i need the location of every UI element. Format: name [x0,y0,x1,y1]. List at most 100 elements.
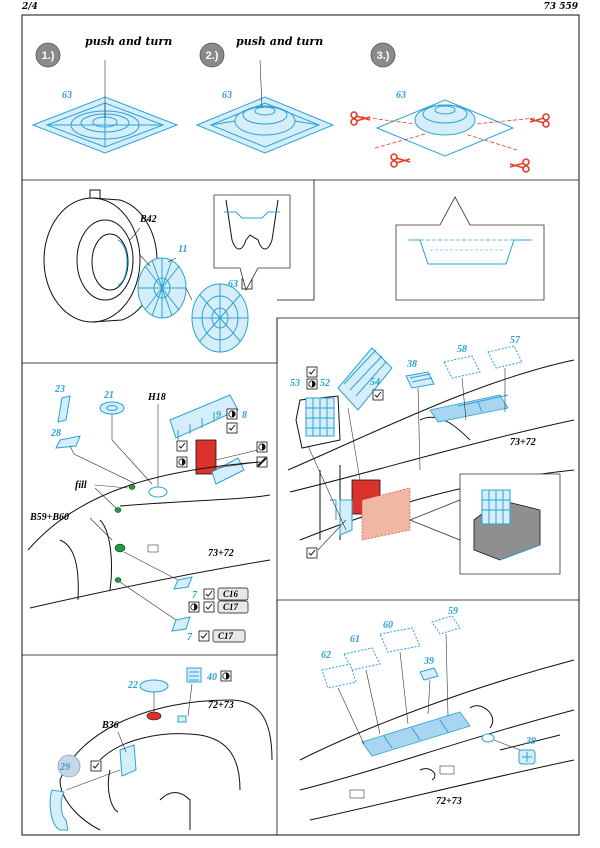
shade-icon [306,378,318,390]
label-b36: B36 [101,720,119,731]
label-63: 63 [228,279,238,290]
fuselage-f [299,659,575,821]
set-number: 73 559 [543,2,578,12]
part-29 [49,789,69,831]
part-22 [139,679,169,693]
part-54-grille [337,347,393,411]
part-23 [57,395,71,423]
step-2-caption: push and turn [236,35,323,48]
intake-part-b42: B42 [43,189,158,323]
panel-b-section-detail [213,194,291,292]
step-1-fret [31,96,179,154]
step-2: 2.) push and turn 63 [195,35,335,154]
label-23: 23 [54,384,65,395]
part-9-8: 9 8 [169,394,247,440]
label-fill: fill [75,480,87,491]
step-2-part: 63 [222,90,232,101]
step-1-caption: push and turn [85,35,172,48]
check-icon [306,366,318,378]
step-1-part: 63 [62,90,72,101]
fuselage-e [59,699,273,831]
label-58: 58 [457,344,467,355]
step-1: 1.) push and turn 63 [31,35,179,154]
panel-e: 22 40 72+73 B36 29 [49,667,273,831]
part-7a [173,576,193,590]
step-3-section-detail [395,196,545,301]
shade-icon [220,670,232,682]
fuselage-c [27,461,271,609]
page-number: 2/4 [22,2,38,12]
panel-d: 53 52 54 38 58 57 73+72 [287,335,575,575]
shade-icon [256,441,268,453]
shade-icon [176,456,188,468]
label-28: 28 [50,428,61,439]
shade-icon [188,601,200,613]
label-39b: 39 [525,736,536,747]
fold-icon [176,440,188,452]
label-54: 54 [370,377,380,388]
label-62: 62 [321,650,331,661]
label-59: 59 [448,606,458,617]
label-7a: 7 [192,590,198,601]
panel-c: 23 21 28 H18 9 8 [27,384,271,643]
scissors-icon [390,153,411,168]
red-part-group [176,439,268,485]
label-model-73-72: 73+72 [208,548,234,559]
scissors-icon [529,113,550,128]
label-52: 52 [320,378,330,389]
label-60: 60 [383,620,393,631]
chip-c16: C16 [223,589,239,599]
part-60 [379,627,421,653]
part-62 [321,663,357,689]
pe-icon [203,601,215,613]
step-3-badge: 3.) [377,50,390,62]
fuselage-d [287,359,575,541]
label-model-73-72: 73+72 [510,437,536,448]
step-3-fret [354,99,536,157]
label-29: 29 [59,762,70,773]
label-38: 38 [406,359,417,370]
step-2-badge: 2.) [206,50,219,62]
chip-c17a: C17 [223,602,239,612]
check-icon [226,422,238,434]
label-39a: 39 [423,656,434,667]
part-28 [55,435,81,449]
fold-icon [306,547,318,559]
part-63-cone: 63 [191,278,253,353]
panel-frames [21,14,580,836]
step-3-part: 63 [396,90,406,101]
part-21 [99,401,125,415]
console-detail-art [473,489,541,561]
panel-f: 59 60 61 62 39 72+73 39 [299,606,575,821]
chip-c17b: C17 [218,631,234,641]
label-11: 11 [178,244,187,255]
label-21: 21 [103,390,114,401]
step-2-fret [195,96,335,154]
check-icon [372,389,384,401]
check-icon [90,760,102,772]
label-9: 9 [216,410,221,421]
label-model-72-73: 72+73 [436,796,462,807]
step-1-badge: 1.) [42,50,55,62]
part-39a [419,667,439,681]
label-40: 40 [206,672,217,683]
part-59 [431,615,461,635]
label-61: 61 [350,634,360,645]
part-57 [487,345,523,369]
label-57: 57 [510,335,521,346]
label-53: 53 [290,378,300,389]
label-22: 22 [127,680,138,691]
label-b59-b60: B59+B60 [29,512,69,523]
step-3: 3.) 63 [350,42,550,173]
label-7b: 7 [187,632,193,643]
pe-icon [203,588,215,600]
part-11-fan: 11 [137,244,187,319]
scissors-icon [350,111,371,126]
label-model-72-73: 72+73 [208,700,234,711]
part-58 [443,355,481,379]
scissors-icon [509,158,530,173]
label-8: 8 [242,410,247,421]
part-7b [171,616,191,632]
label-b42: B42 [139,214,157,225]
